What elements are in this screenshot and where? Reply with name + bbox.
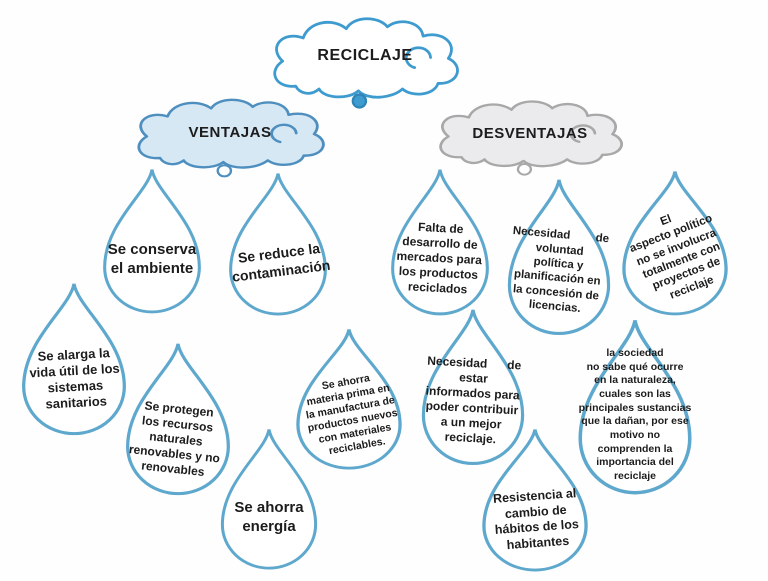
drop-shape-icon bbox=[391, 169, 489, 316]
root-topic-label: RECICLAJE bbox=[317, 46, 413, 64]
drop-protegen-recursos: Se protegen los recursos naturales renov… bbox=[110, 340, 246, 500]
branch-desventajas-label: DESVENTAJAS bbox=[472, 124, 588, 142]
drop-ahorra-energia: Se ahorra energía bbox=[206, 426, 332, 574]
drop-conserva-ambiente: Se conserva el ambiente bbox=[88, 166, 216, 318]
branch-ventajas-label: VENTAJAS bbox=[188, 123, 272, 141]
cloud-desventajas: DESVENTAJAS bbox=[428, 96, 632, 180]
drop-shape-icon bbox=[296, 329, 402, 470]
drop-shape-icon bbox=[103, 169, 201, 314]
drop-shape-icon bbox=[22, 283, 126, 436]
cloud-shape-icon bbox=[439, 100, 623, 176]
drop-text: Resistencia al cambio de hábitos de los … bbox=[492, 486, 580, 552]
cloud-shape-icon bbox=[273, 17, 459, 109]
cloud-reciclaje: RECICLAJE bbox=[262, 12, 468, 114]
drop-sociedad-no-sabe: la sociedad no sabe qué ocurre en la nat… bbox=[561, 316, 709, 500]
drop-shape-icon bbox=[421, 309, 525, 465]
drop-reduce-contaminacion: Se reduce la contaminación bbox=[214, 170, 342, 320]
drop-shape-icon bbox=[482, 429, 588, 572]
drop-vida-util-sanitarios: Se alarga la vida útil de los sistemas s… bbox=[6, 280, 142, 440]
drop-shape-icon bbox=[622, 171, 728, 316]
drop-aspecto-politico: El aspecto político no se involucra tota… bbox=[606, 168, 744, 320]
drop-shape-icon bbox=[220, 429, 318, 570]
drop-shape-icon bbox=[578, 320, 692, 495]
drop-ahorra-materia-prima: Se ahorra materia prima en la manufactur… bbox=[280, 326, 418, 474]
drop-shape-icon bbox=[126, 343, 230, 496]
drop-resistencia-cambio: Resistencia al cambio de hábitos de los … bbox=[466, 426, 604, 576]
drop-text: Se reduce la contaminación bbox=[231, 240, 332, 285]
drop-text: la sociedad no sabe qué ocurre en la nat… bbox=[578, 347, 692, 482]
cloud-ventajas: VENTAJAS bbox=[126, 94, 334, 182]
drop-shape-icon bbox=[507, 179, 611, 335]
drop-estar-informados: Necesidad de estar informados para poder… bbox=[406, 306, 540, 470]
drop-text: Se ahorra energía bbox=[234, 498, 304, 535]
drop-voluntad-politica: Necesidad de voluntad política y planifi… bbox=[492, 176, 626, 340]
cloud-shape-icon bbox=[137, 98, 325, 178]
drop-text: Se conserva el ambiente bbox=[107, 241, 197, 277]
drop-falta-mercados: Falta de desarrollo de mercados para los… bbox=[376, 166, 504, 320]
drop-shape-icon bbox=[229, 173, 327, 316]
